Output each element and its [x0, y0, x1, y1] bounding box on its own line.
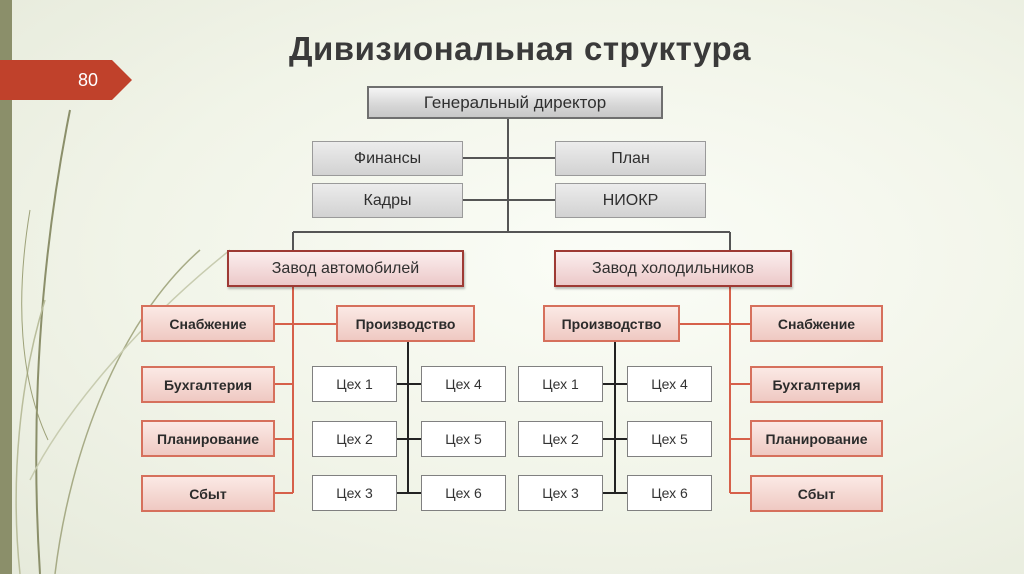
right-dept-planning: Планирование [750, 420, 883, 457]
right-dept-accounting: Бухгалтерия [750, 366, 883, 403]
left-shop-5: Цех 5 [421, 421, 506, 457]
right-shop-5: Цех 5 [627, 421, 712, 457]
right-dept-sales: Сбыт [750, 475, 883, 512]
grass-curve [35, 109, 71, 574]
staff-finance-box: Финансы [312, 141, 463, 176]
left-shop-1: Цех 1 [312, 366, 397, 402]
left-dept-supply: Снабжение [141, 305, 275, 342]
left-shop-2: Цех 2 [312, 421, 397, 457]
left-production-box: Производство [336, 305, 475, 342]
staff-rnd-box: НИОКР [555, 183, 706, 218]
right-dept-supply: Снабжение [750, 305, 883, 342]
grass-curve [54, 249, 201, 574]
left-dept-sales: Сбыт [141, 475, 275, 512]
left-shop-6: Цех 6 [421, 475, 506, 511]
ceo-box: Генеральный директор [367, 86, 663, 119]
page-number-badge [0, 60, 132, 100]
grass-curve [21, 209, 49, 441]
staff-hr-box: Кадры [312, 183, 463, 218]
right-shop-6: Цех 6 [627, 475, 712, 511]
right-production-box: Производство [543, 305, 680, 342]
division-auto-plant: Завод автомобилей [227, 250, 464, 287]
left-dept-accounting: Бухгалтерия [141, 366, 275, 403]
staff-plan-box: План [555, 141, 706, 176]
right-shop-4: Цех 4 [627, 366, 712, 402]
grass-curve [15, 299, 46, 574]
page-number: 80 [78, 70, 99, 90]
left-shop-3: Цех 3 [312, 475, 397, 511]
right-shop-1: Цех 1 [518, 366, 603, 402]
division-fridge-plant: Завод холодильников [554, 250, 792, 287]
left-shop-4: Цех 4 [421, 366, 506, 402]
right-shop-3: Цех 3 [518, 475, 603, 511]
left-dept-planning: Планирование [141, 420, 275, 457]
right-shop-2: Цех 2 [518, 421, 603, 457]
left-edge-bar [0, 0, 12, 574]
grass-curve [29, 249, 231, 481]
page-title: Дивизиональная структура [289, 30, 751, 67]
